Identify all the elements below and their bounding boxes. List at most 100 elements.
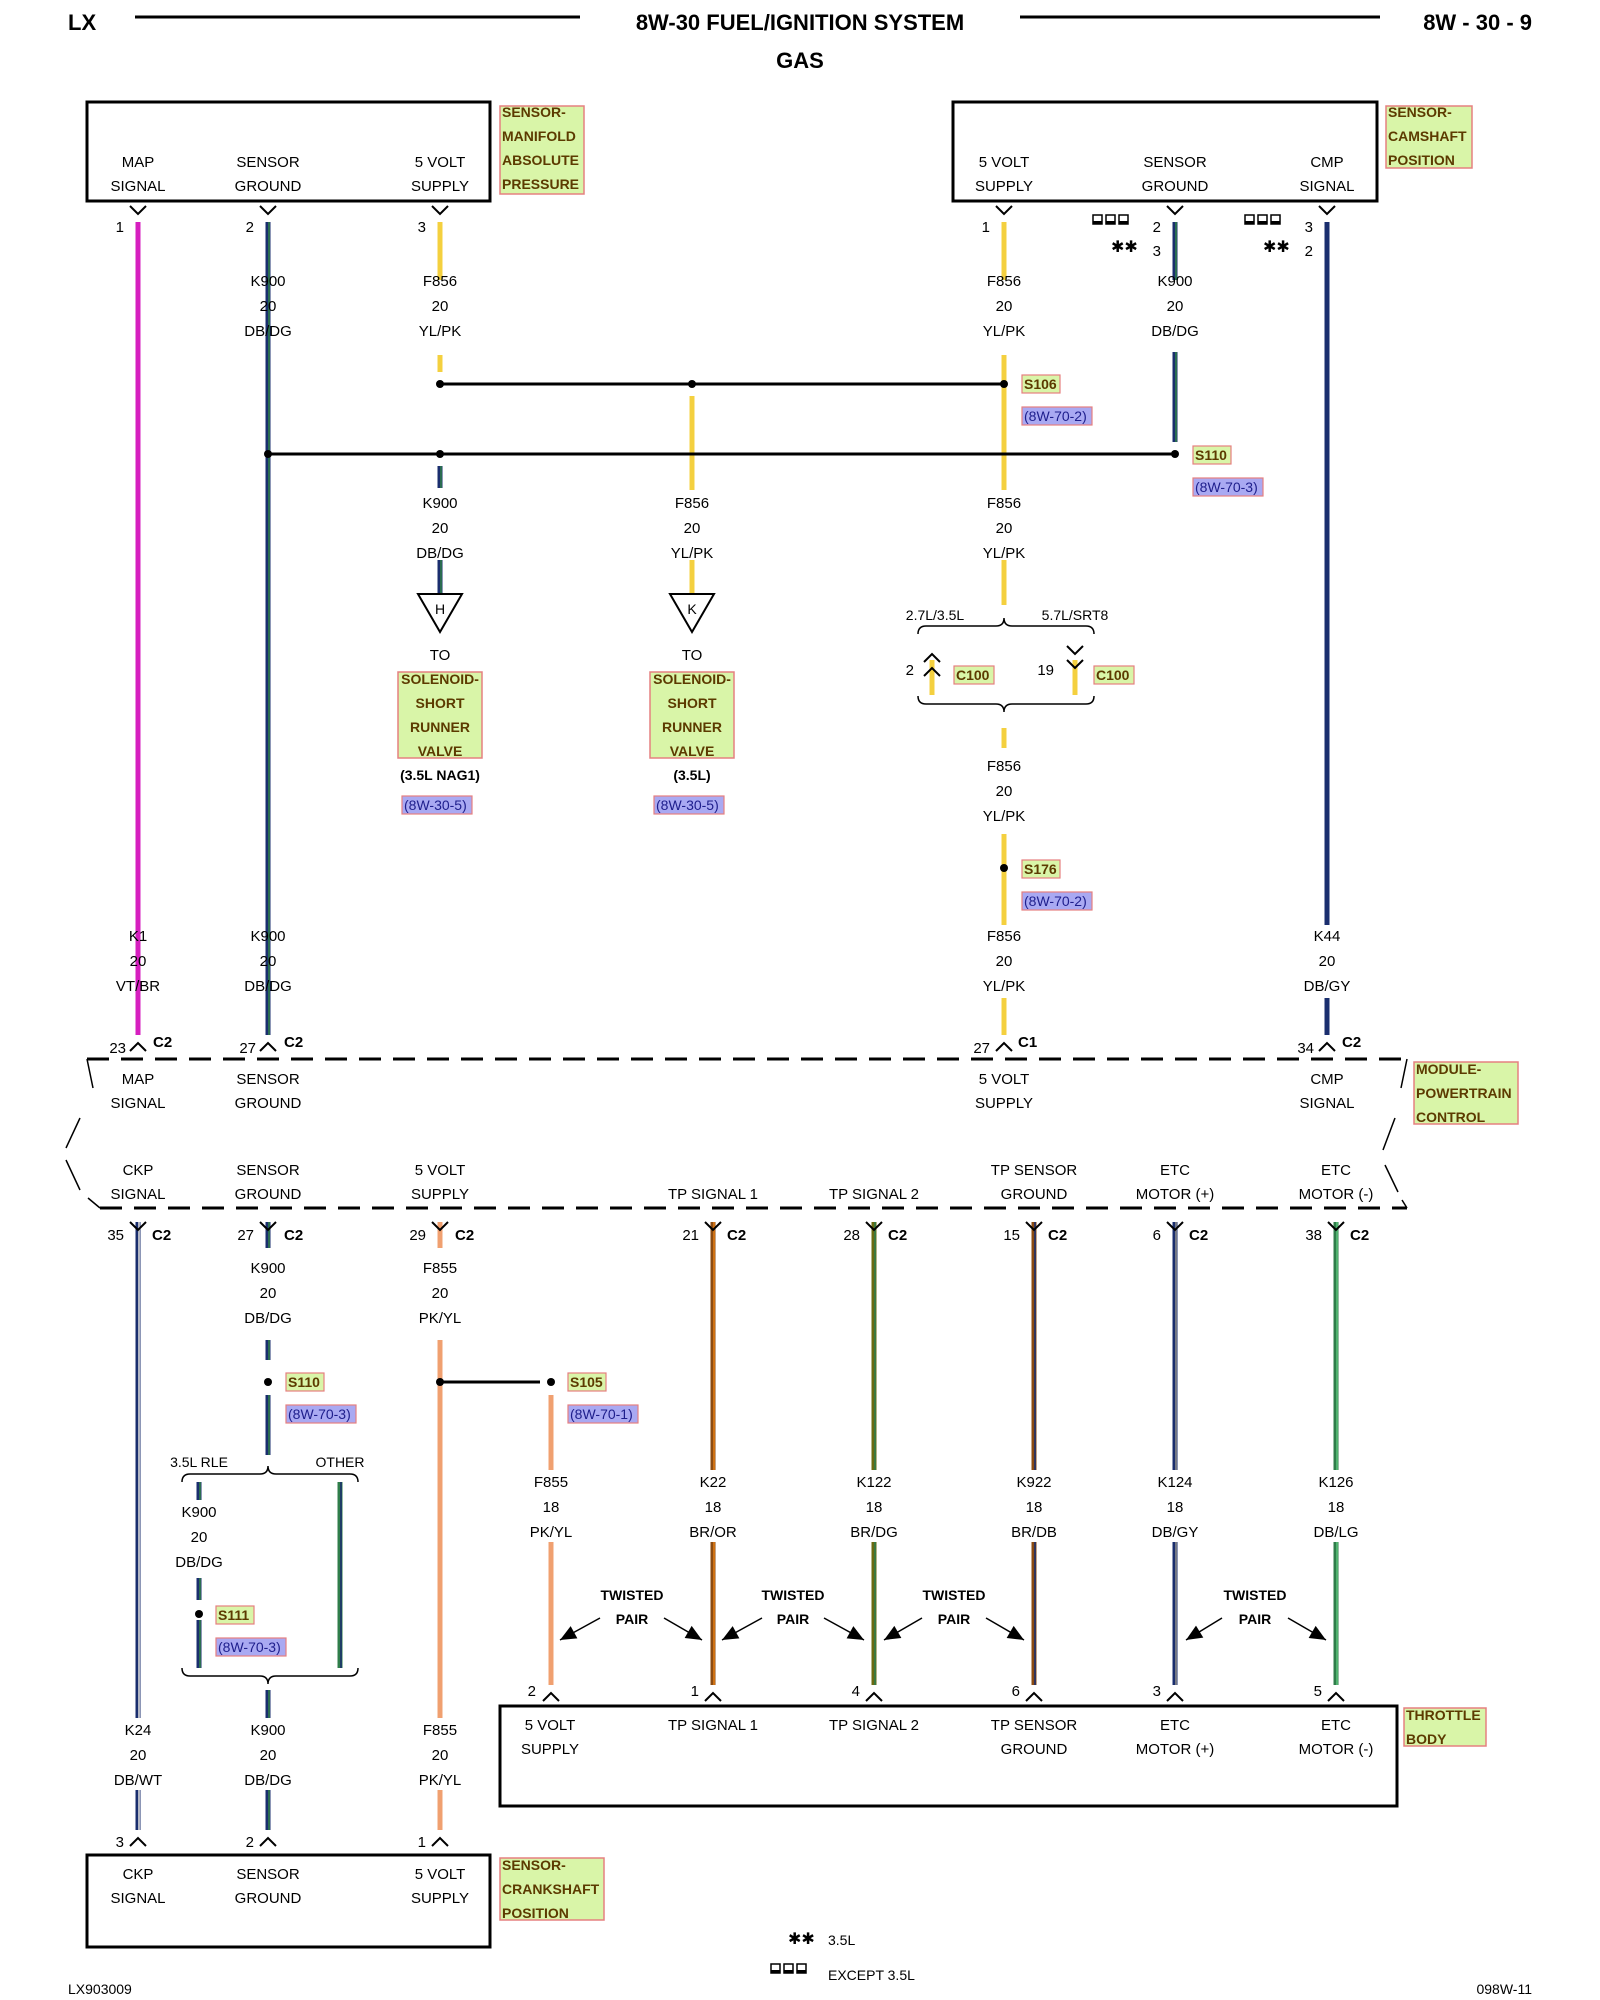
- wire-k126-top: [1333, 1222, 1339, 1470]
- conn-c2-k: C2: [1350, 1227, 1369, 1244]
- splice-s111: S111 (8W-70-3): [215, 1605, 287, 1657]
- tb-term-tp2: TP SIGNAL 2: [829, 1717, 919, 1734]
- tb-term-tpsg: TP SENSOR: [991, 1717, 1078, 1734]
- pcm-term-tpsg: TP SENSOR: [991, 1162, 1078, 1179]
- conn-c2-i: C2: [1048, 1227, 1067, 1244]
- pin-c100-2: 2: [906, 662, 914, 679]
- wire-k900-cmp: [1172, 352, 1178, 442]
- wire-label-line: K900: [181, 1504, 216, 1521]
- twisted-pair-arrow-3: [823, 1617, 865, 1641]
- pcm-term-supply: SUPPLY: [975, 1095, 1033, 1112]
- tb-term-etc-pos: ETC: [1160, 1717, 1190, 1734]
- variant-35l-rle: 3.5L RLE: [170, 1454, 228, 1470]
- wire-label-line: PK/YL: [419, 1310, 462, 1327]
- cmp-term-5v: 5 VOLT: [979, 154, 1030, 171]
- wire-label-line: F856: [987, 495, 1021, 512]
- legend-triple-box-text: EXCEPT 3.5L: [828, 1967, 915, 1983]
- map-sensor-name-2: MANIFOLD: [502, 128, 576, 144]
- pcm-term-ckp-signal: SIGNAL: [110, 1186, 165, 1203]
- connector-terminal-3: [995, 205, 1013, 216]
- cmp-sensor-name-3: POSITION: [1388, 152, 1455, 168]
- conn-c100-a: C100: [956, 667, 990, 683]
- pin-pcm-c1-27: 27: [973, 1040, 990, 1057]
- wire-label-line: 18: [543, 1499, 560, 1516]
- connector-terminal-12: [431, 1221, 449, 1232]
- wire-k900-rle-low: [196, 1620, 202, 1668]
- wire-label-line: 20: [432, 298, 449, 315]
- wire-k24: [135, 1222, 141, 1718]
- wire-label-line: PK/YL: [419, 1772, 462, 1789]
- legend-dual-star-icon: ✱✱: [788, 1931, 815, 1948]
- wire-k900-solenoid-top: [437, 466, 443, 488]
- wire-label-line: 20: [432, 1285, 449, 1302]
- dual-star-icon: ✱✱: [1111, 239, 1138, 256]
- pin-map-1: 1: [116, 219, 124, 236]
- variant-57-srt8: 5.7L/SRT8: [1042, 607, 1109, 623]
- connector-terminal-17: [1327, 1221, 1345, 1232]
- pcm-term-etc-neg: ETC: [1321, 1162, 1351, 1179]
- connector-terminal-24: [129, 1836, 147, 1847]
- wire-k900-rle-top: [196, 1482, 202, 1500]
- solenoid-h-ref: (8W-30-5): [404, 797, 467, 813]
- conn-c2-h: C2: [888, 1227, 907, 1244]
- legend-triple-box-icon: [770, 1963, 807, 1974]
- pin-cmp-3a: 2: [1153, 219, 1161, 236]
- twisted-3a: TWISTED: [923, 1587, 986, 1603]
- splices: S106 (8W-70-2) S110 (8W-70-3) S176 (8W-7…: [215, 374, 1264, 1657]
- cmp-term-sensor: SENSOR: [1143, 154, 1207, 171]
- wire-label-line: F856: [675, 495, 709, 512]
- pin-pcm-6: 6: [1153, 1227, 1161, 1244]
- conn-c2-c: C2: [1342, 1034, 1361, 1051]
- ckp-sensor-name-2: CRANKSHAFT: [502, 1881, 600, 1897]
- wire-label-line: K900: [1157, 273, 1192, 290]
- conn-c2-a: C2: [153, 1034, 172, 1051]
- connector-terminal-c100-double: [1066, 659, 1084, 670]
- inline-connector-h: H TO (3.5L NAG1) (8W-30-5): [400, 593, 480, 815]
- wire-label-line: 20: [191, 1529, 208, 1546]
- twisted-3b: PAIR: [938, 1611, 970, 1627]
- wire-k122: [871, 1542, 877, 1685]
- pcm-term-map-signal: SIGNAL: [110, 1095, 165, 1112]
- wire-k900-pcm-mid: [265, 1340, 271, 1360]
- wire-k900-pcm-s110: [265, 1395, 271, 1455]
- wire-label-line: DB/DG: [244, 1772, 292, 1789]
- tb-term-etc-pos-motor: MOTOR (+): [1136, 1741, 1214, 1758]
- solenoid-h-name-3: RUNNER: [410, 719, 470, 735]
- wire-k900-rle: [196, 1578, 202, 1600]
- splice-s105-label: S105: [570, 1374, 603, 1390]
- connector-terminal-1: [259, 205, 277, 216]
- connector-terminal-9: [1318, 1041, 1336, 1052]
- wire-label-line: K44: [1314, 928, 1341, 945]
- wire-layer: [135, 222, 1339, 1830]
- pcm-term-tpsg-ground: GROUND: [1001, 1186, 1068, 1203]
- tb-term-etc-neg-motor: MOTOR (-): [1299, 1741, 1374, 1758]
- pcm-term-ckp: CKP: [123, 1162, 154, 1179]
- triple-box-icon: [1092, 214, 1129, 225]
- wire-label-line: F856: [987, 928, 1021, 945]
- pin-map-3: 3: [418, 219, 426, 236]
- conn-c1: C1: [1018, 1034, 1037, 1051]
- connector-terminal-28: [1066, 645, 1084, 656]
- wire-k900-ckp: [265, 1790, 271, 1830]
- wire-label-line: YL/PK: [983, 323, 1026, 340]
- pcm-term-etc-pos-motor: MOTOR (+): [1136, 1186, 1214, 1203]
- wire-k124-top: [1172, 1222, 1178, 1470]
- pcm-term-sensor: SENSOR: [236, 1071, 300, 1088]
- wire-label-line: 20: [1319, 953, 1336, 970]
- solenoid-h-name-4: VALVE: [418, 743, 463, 759]
